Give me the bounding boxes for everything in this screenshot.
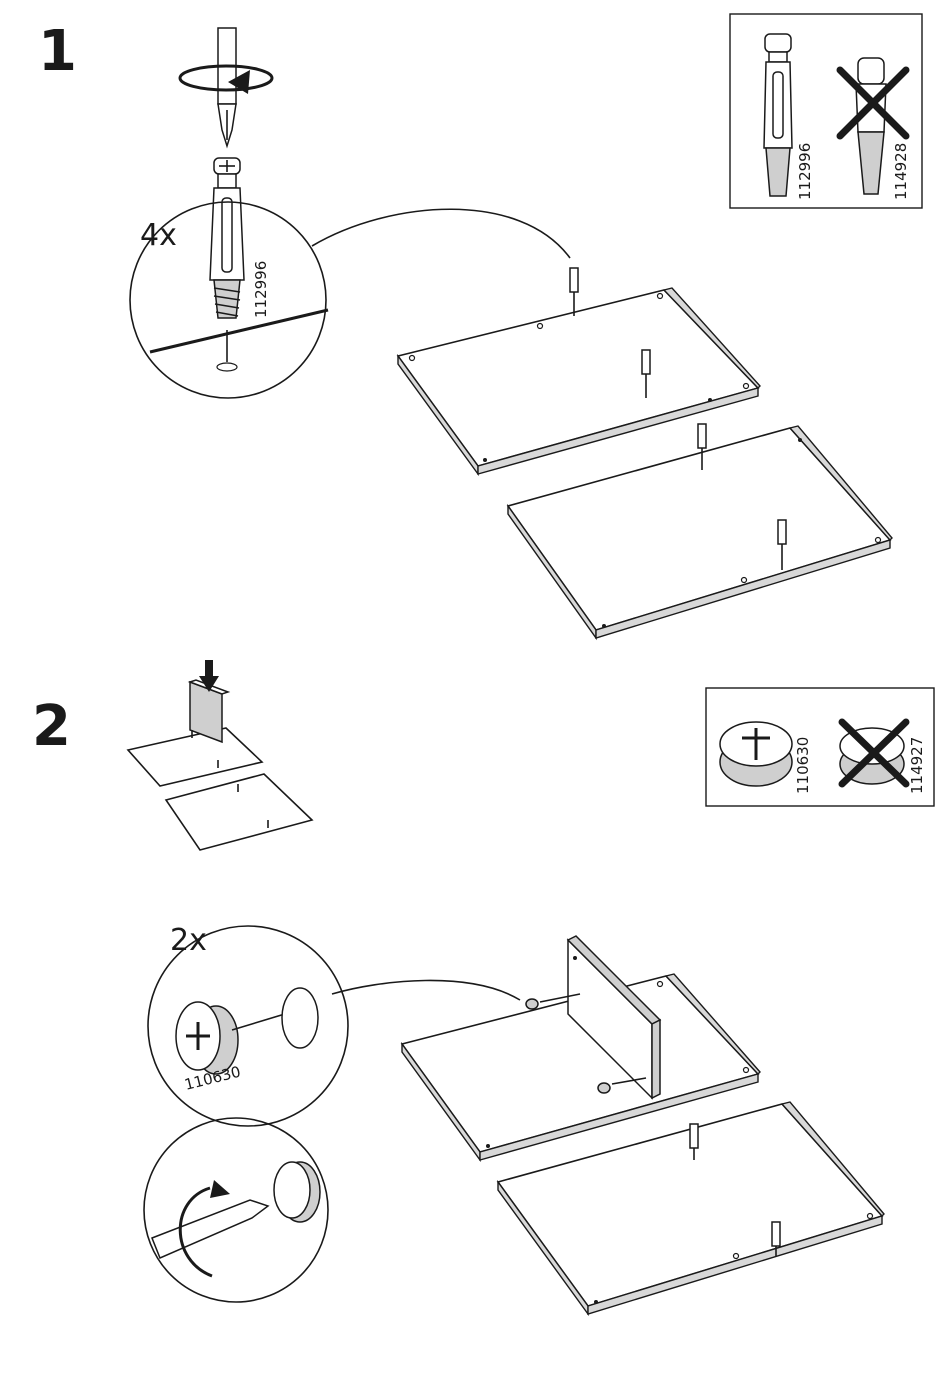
cam-lock-face-icon [274, 1162, 320, 1222]
correct-cam-lock-icon [720, 722, 792, 786]
cam-lock-icon [176, 1002, 238, 1074]
leader-line-2 [332, 980, 520, 1000]
drill-hole [217, 363, 237, 371]
ref-1-wrong-code: 114928 [892, 143, 910, 200]
step-1-number: 1 [38, 19, 77, 84]
ref-2-wrong-code: 114927 [908, 737, 926, 794]
panel-edge-line [150, 310, 328, 352]
reference-box-2: 110630 114927 [706, 688, 934, 806]
ref-1-correct-code: 112996 [796, 143, 814, 200]
step-2: 2 110630 [32, 660, 934, 1314]
overview-sketch [128, 660, 312, 850]
cam-stud-icon [210, 158, 244, 318]
step-1-quantity: 4x [140, 218, 177, 253]
screwdriver-icon [152, 1200, 268, 1258]
step-2-number: 2 [32, 694, 71, 759]
step-1: 1 4x 112996 [38, 14, 922, 638]
panel-b [508, 424, 892, 638]
wrong-stud-icon [856, 58, 886, 194]
ref-2-correct-code: 110630 [794, 737, 812, 794]
correct-stud-icon [764, 34, 792, 196]
screwdriver-icon [218, 28, 236, 146]
reference-box-1: 112996 114928 [730, 14, 922, 208]
step-1-part-code: 112996 [252, 261, 270, 318]
step-2-quantity: 2x [170, 923, 207, 958]
cam-hole [282, 988, 318, 1048]
leader-line [312, 209, 570, 258]
